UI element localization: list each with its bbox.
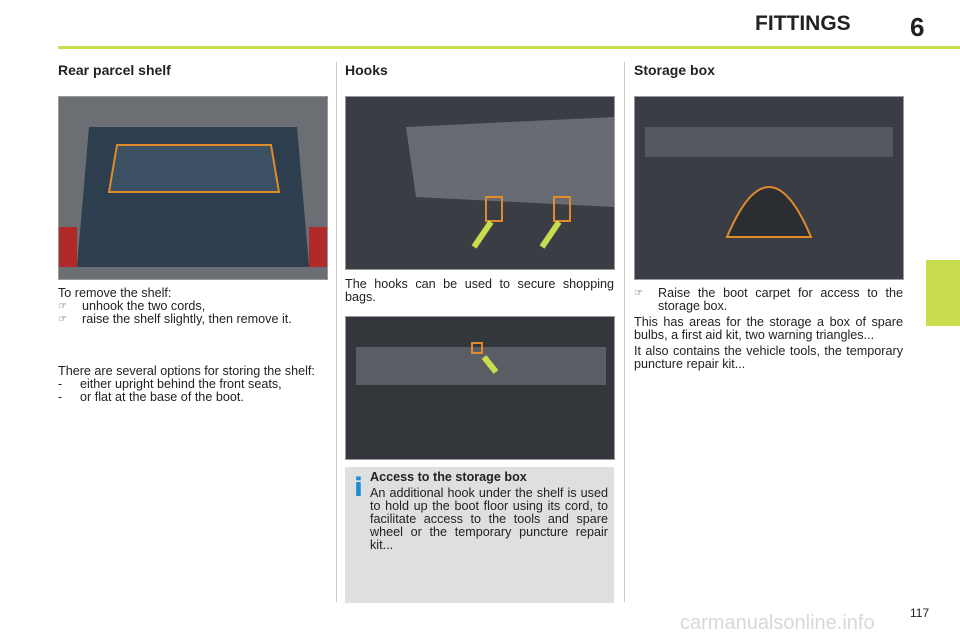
watermark: carmanualsonline.info: [680, 612, 875, 634]
list-item: unhook the two cords,: [82, 299, 206, 313]
chapter-tab[interactable]: [926, 260, 960, 326]
list-item: Raise the boot carpet for access to the …: [658, 286, 903, 313]
list-item: either upright behind the front seats,: [80, 377, 282, 391]
dash-marker: -: [58, 390, 63, 404]
info-text: An additional hook under the shelf is us…: [370, 486, 608, 552]
storage-box-photo: [634, 96, 904, 280]
hand-pointer-icon: ☞: [634, 288, 643, 299]
storage-text-2: It also contains the vehicle tools, the …: [634, 344, 903, 371]
hook-storage-photo: [345, 316, 615, 460]
info-icon: i: [354, 473, 363, 503]
options-intro: There are several options for storing th…: [58, 364, 315, 378]
hand-pointer-icon: ☞: [58, 301, 67, 312]
section-heading-hooks: Hooks: [345, 62, 388, 78]
hooks-photo: [345, 96, 615, 270]
hand-pointer-icon: ☞: [58, 314, 67, 325]
info-box: i Access to the storage box An additiona…: [345, 467, 614, 603]
header-rule: [58, 46, 960, 49]
column-divider: [624, 62, 625, 602]
hooks-text: The hooks can be used to secure shopping…: [345, 277, 614, 304]
section-heading-storage-box: Storage box: [634, 62, 715, 78]
storage-text-1: This has areas for the storage a box of …: [634, 315, 903, 342]
parcel-shelf-photo: [58, 96, 328, 280]
info-title: Access to the storage box: [370, 470, 527, 484]
dash-marker: -: [58, 377, 63, 391]
list-item: raise the shelf slightly, then remove it…: [82, 312, 292, 326]
page-number: 117: [910, 606, 930, 620]
column-divider: [336, 62, 337, 602]
list-item: or flat at the base of the boot.: [80, 390, 244, 404]
remove-intro: To remove the shelf:: [58, 286, 172, 300]
chapter-number: 6: [910, 12, 925, 42]
section-heading-parcel-shelf: Rear parcel shelf: [58, 62, 171, 78]
chapter-title: FITTINGS: [755, 12, 851, 35]
